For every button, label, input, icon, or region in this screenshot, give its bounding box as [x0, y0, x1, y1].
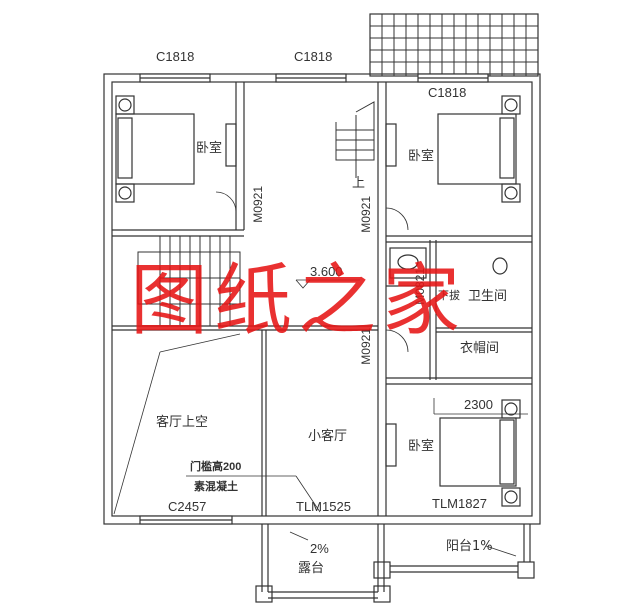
- stair-up-label: 上: [352, 175, 366, 190]
- room-terrace: 露台: [298, 561, 325, 576]
- window-label-bottom-left: C2457: [168, 499, 207, 514]
- terrace-slope-label: 2%: [310, 541, 329, 556]
- room-bathroom: 卫生间: [468, 289, 508, 304]
- dimension-label: 2300: [464, 397, 493, 412]
- bed-icon: [437, 95, 521, 203]
- bed-icon: [115, 95, 195, 203]
- room-bedroom-top-right: 卧室: [408, 149, 435, 164]
- door-label-bottom-middle: TLM1525: [296, 499, 351, 514]
- room-bedroom-top-left: 卧室: [196, 141, 223, 156]
- note-line-1: 门槛高200: [190, 461, 242, 473]
- room-cloakroom: 衣帽间: [460, 341, 500, 356]
- window-label-top-right: C1818: [428, 85, 467, 100]
- window-label-top-middle: C1818: [294, 49, 333, 64]
- room-balcony: 阳台1%: [446, 539, 493, 554]
- bed-icon: [439, 399, 521, 507]
- room-bathroom-prefix: 下拔: [438, 289, 460, 302]
- room-bedroom-bottom-right: 卧室: [408, 439, 435, 454]
- door-label-left-bedroom: M0921: [251, 186, 265, 223]
- room-small-living: 小客厅: [308, 429, 348, 444]
- roof-tiles-icon: [369, 13, 539, 77]
- note-line-2: 素混凝土: [194, 481, 238, 493]
- window-label-top-left: C1818: [156, 49, 195, 64]
- elevation-label: 3.600: [310, 264, 343, 279]
- door-label-stair-right: M0921: [359, 196, 373, 233]
- door-label-bottom-right: TLM1827: [432, 496, 487, 511]
- room-living-void: 客厅上空: [156, 415, 209, 430]
- watermark-text: 图纸之家: [130, 256, 467, 346]
